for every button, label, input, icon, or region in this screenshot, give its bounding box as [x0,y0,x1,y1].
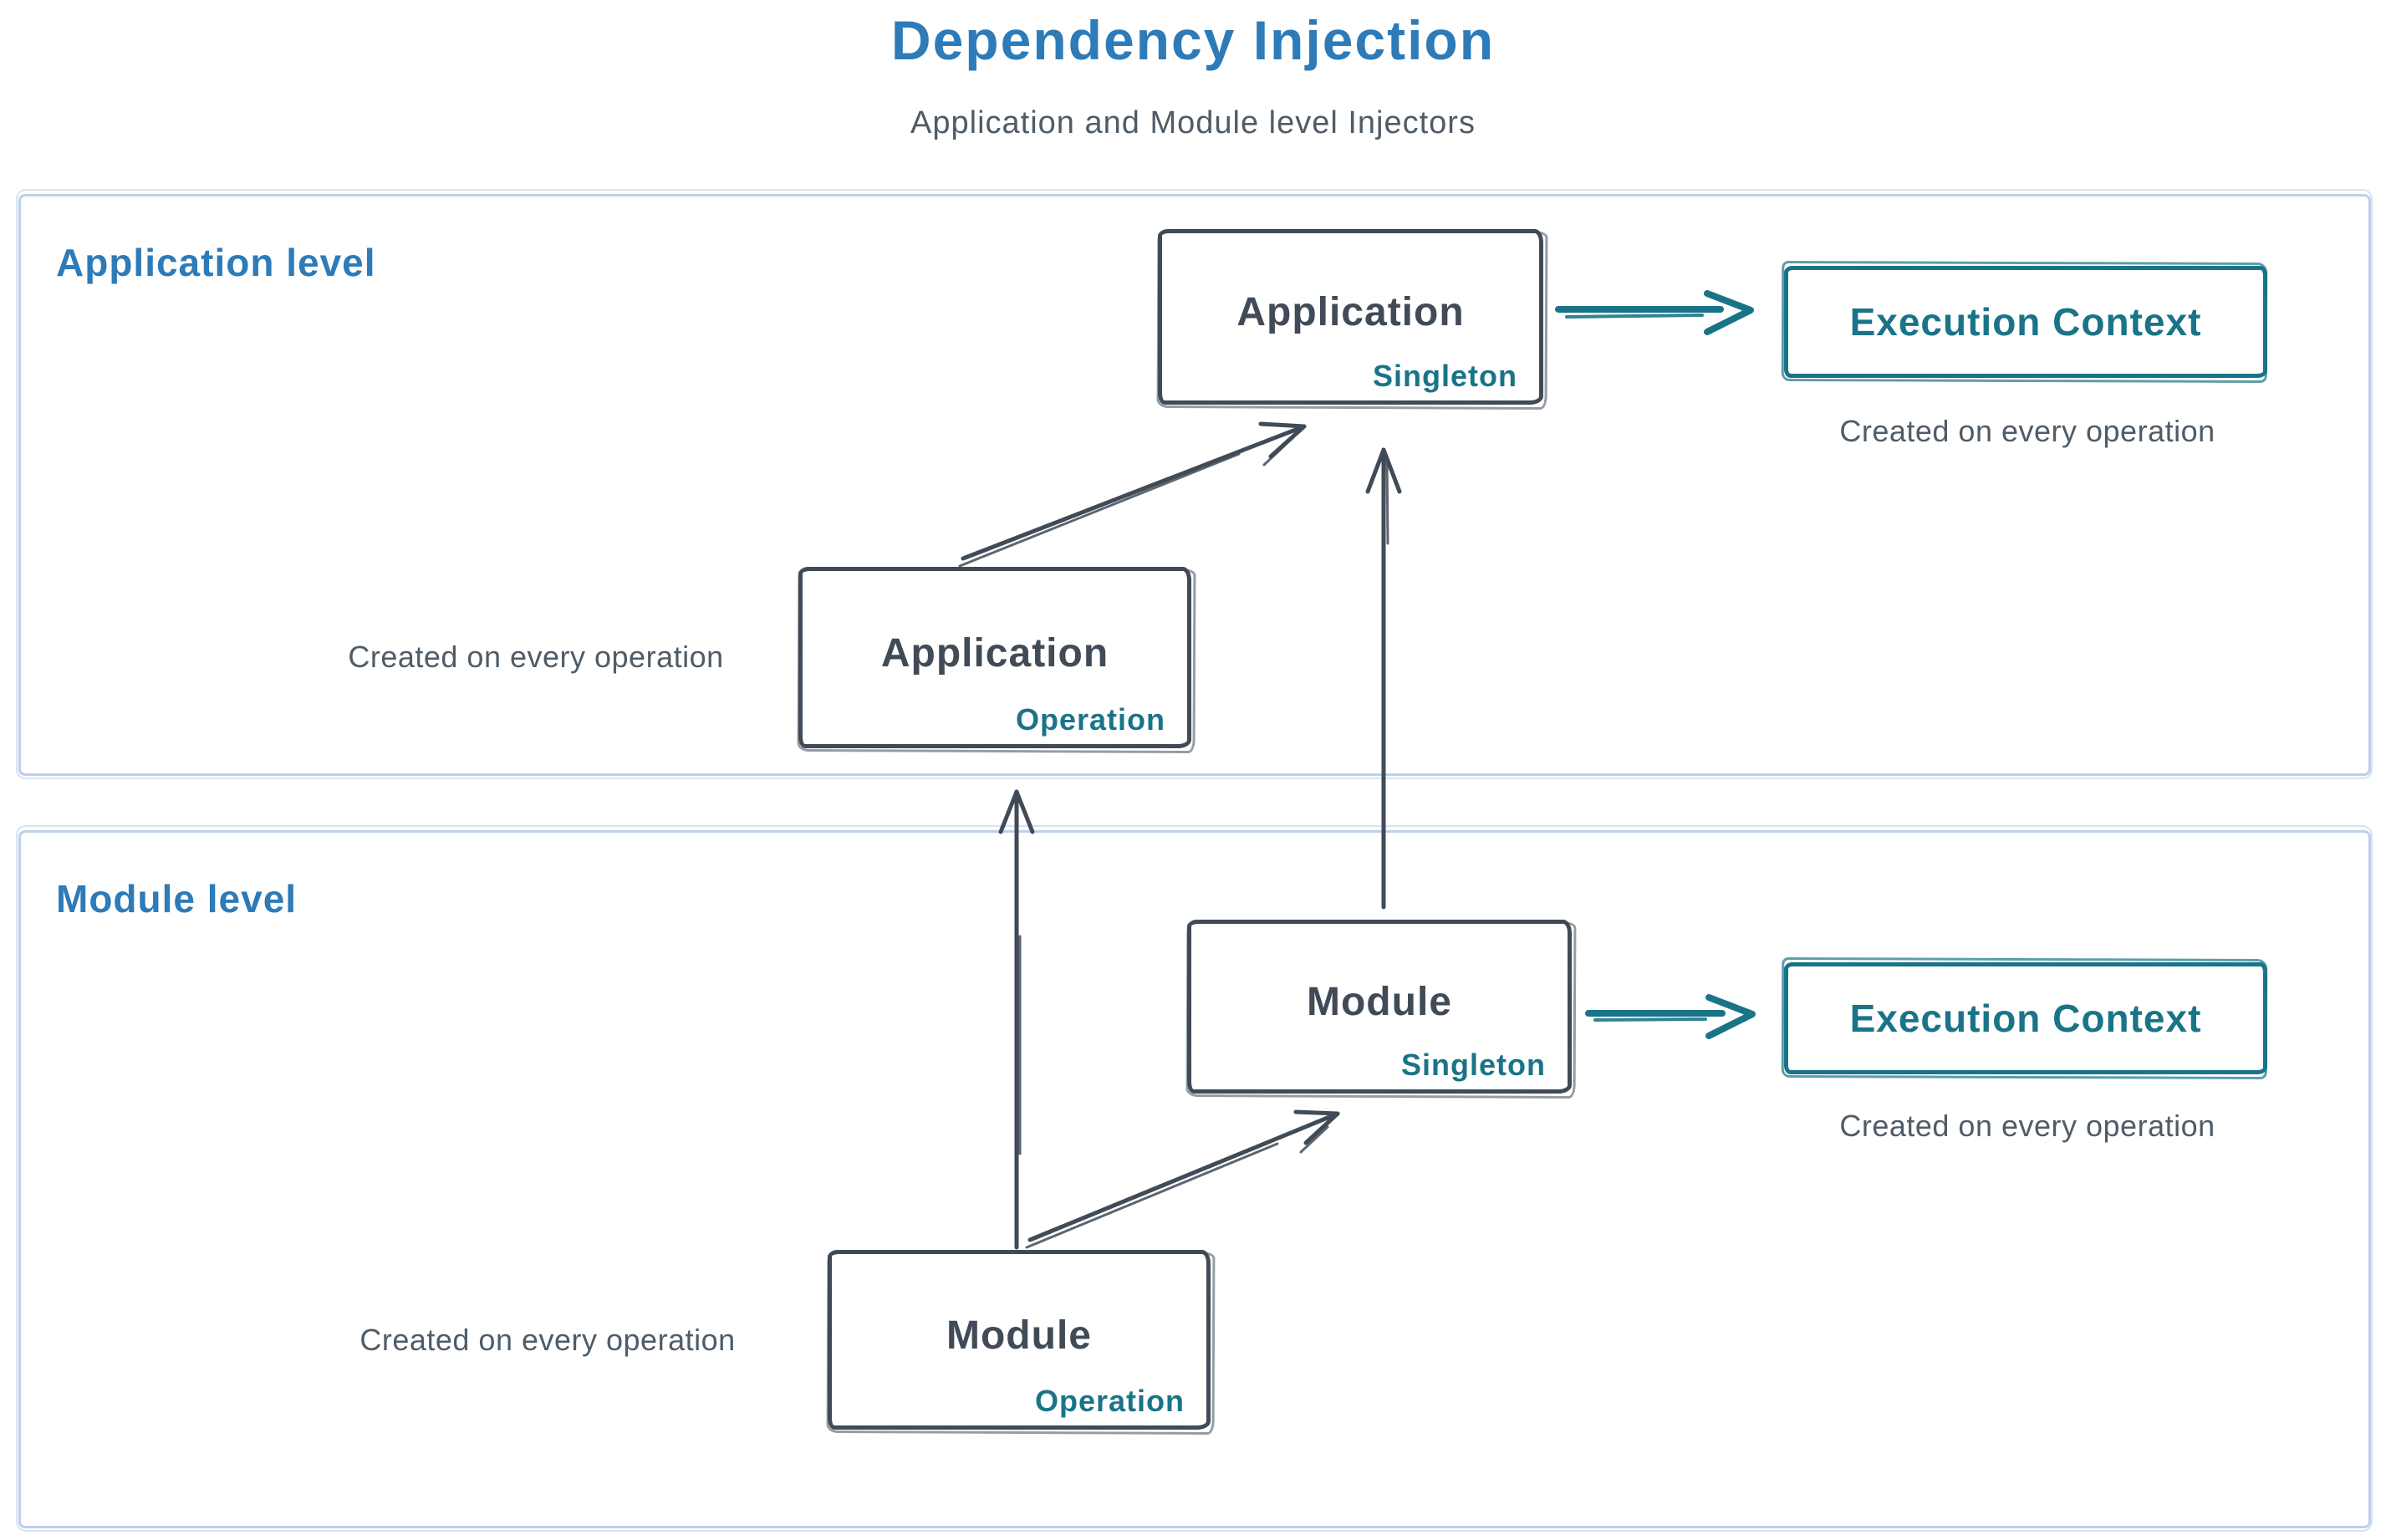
module-singleton-title: Module [1307,980,1452,1024]
module-execution-context-title: Execution Context [1849,997,2202,1040]
caption-module-operation: Created on every operation [359,1323,736,1357]
app-singleton-box: Application Singleton [1158,229,1543,405]
module-execution-context-box: Execution Context [1784,962,2267,1074]
app-operation-box: Application Operation [798,567,1191,748]
app-singleton-scope-badge: Singleton [1373,359,1517,393]
page-subtitle: Application and Module level Injectors [910,105,1476,140]
app-operation-scope-badge: Operation [1015,702,1165,737]
caption-module-execution: Created on every operation [1839,1109,2215,1143]
page-title: Dependency Injection [890,9,1496,71]
app-execution-context-title: Execution Context [1849,300,2202,344]
module-singleton-box: Module Singleton [1187,920,1572,1094]
caption-app-execution: Created on every operation [1839,414,2215,448]
module-operation-box: Module Operation [828,1250,1211,1430]
caption-app-operation: Created on every operation [348,640,724,674]
app-singleton-title: Application [1236,290,1465,334]
app-operation-title: Application [880,630,1109,676]
module-level-label: Module level [56,877,298,920]
module-singleton-scope-badge: Singleton [1401,1048,1546,1082]
app-execution-context-box: Execution Context [1784,266,2267,378]
module-operation-title: Module [946,1313,1092,1358]
application-level-label: Application level [56,241,376,284]
module-operation-scope-badge: Operation [1034,1384,1185,1418]
